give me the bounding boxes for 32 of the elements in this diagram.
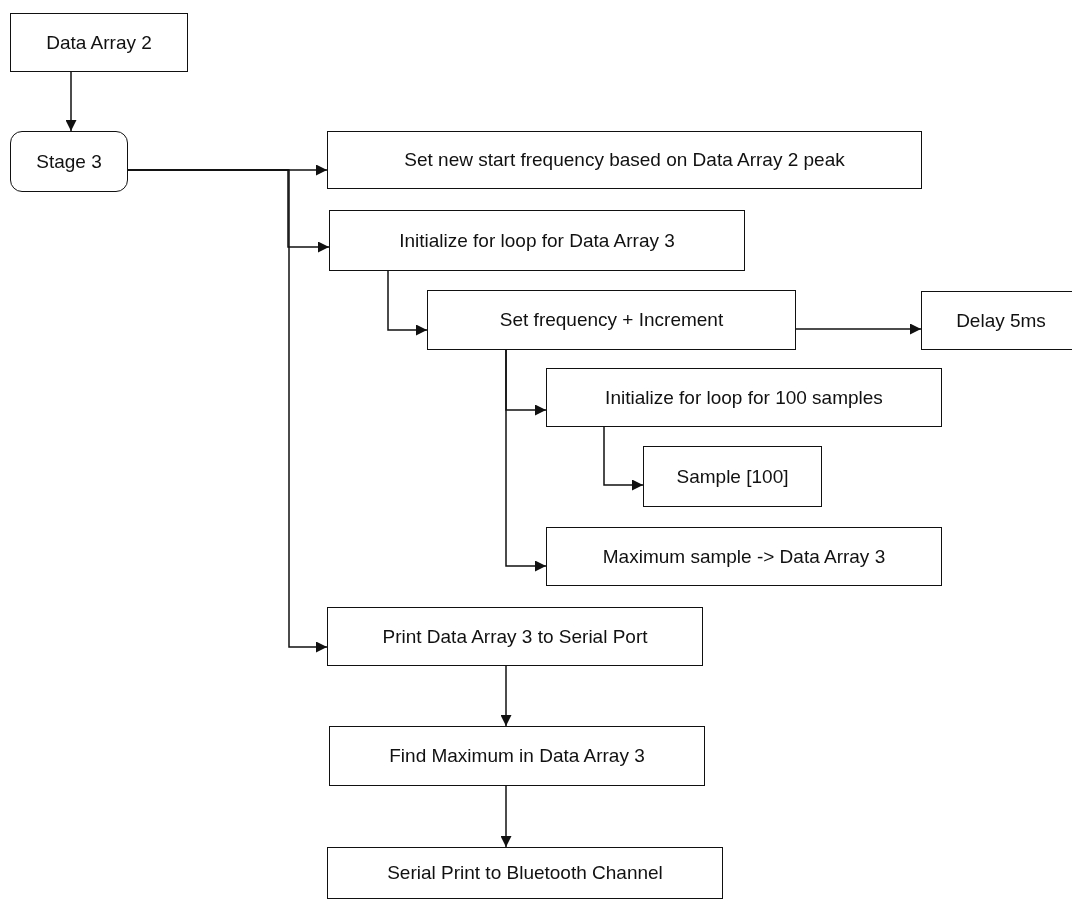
- step-label: Sample [100]: [676, 465, 789, 488]
- step-label: Data Array 2: [46, 31, 152, 54]
- step-label: Delay 5ms: [956, 309, 1046, 332]
- arrow: [505, 349, 547, 572]
- process-box: [10, 13, 188, 72]
- step-label: Set frequency + Increment: [499, 309, 724, 331]
- process-box: [427, 290, 796, 350]
- step-label: Serial Print to Bluetooth Channel: [387, 862, 663, 884]
- step-label: Initialize for loop for Data Array 3: [399, 229, 675, 252]
- step-label: Set new start frequency based on Data Array 2 peak: [404, 149, 845, 171]
- process-box: [921, 291, 1072, 350]
- process-box: [327, 131, 922, 189]
- arrow: [387, 270, 428, 336]
- process-box: [329, 726, 705, 786]
- step-label: Maximum sample -> Data Array 3: [602, 545, 886, 568]
- process-box: [327, 607, 703, 666]
- process-box: [546, 527, 942, 586]
- arrow: [795, 323, 922, 335]
- process-box: [643, 446, 822, 507]
- step-label: Stage 3: [36, 150, 102, 173]
- step-label: Find Maximum in Data Array 3: [389, 745, 645, 767]
- arrow: [65, 71, 77, 132]
- process-box: [546, 368, 942, 427]
- process-box: [327, 847, 723, 899]
- step-label: Initialize for loop for 100 samples: [605, 386, 883, 409]
- process-box: [329, 210, 745, 271]
- stage-box: [10, 131, 128, 192]
- arrow: [127, 169, 328, 653]
- arrow: [500, 665, 512, 727]
- arrow: [500, 785, 512, 848]
- step-label: Print Data Array 3 to Serial Port: [382, 625, 648, 648]
- arrow: [603, 426, 644, 491]
